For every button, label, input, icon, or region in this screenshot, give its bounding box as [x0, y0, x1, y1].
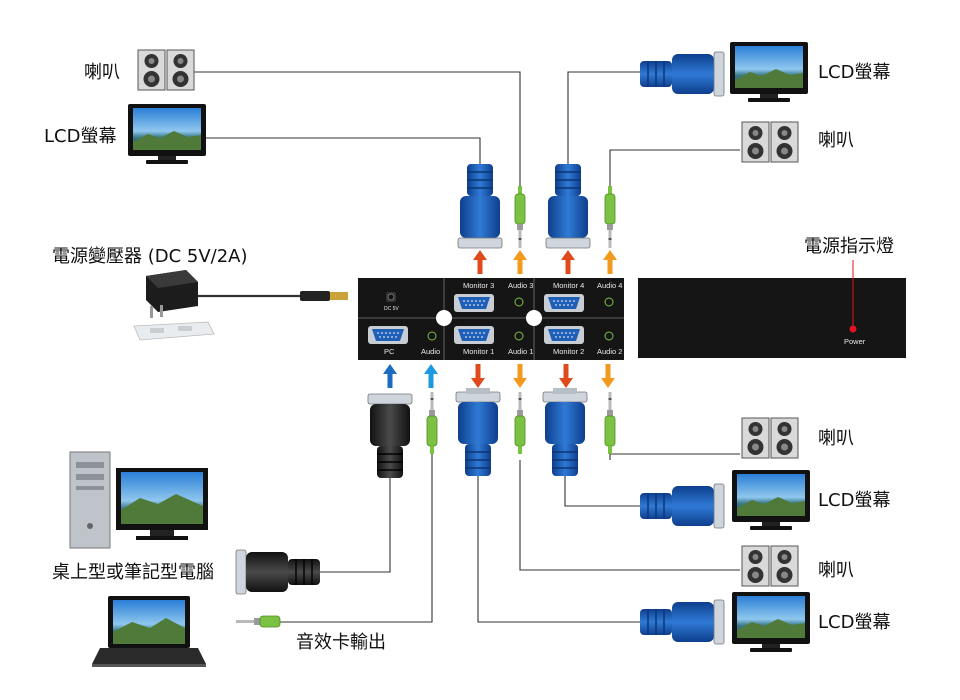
speaker-label: 喇叭	[818, 428, 854, 449]
arrow-icon	[601, 364, 615, 388]
vga-connector-icon	[367, 393, 413, 479]
desktop-pc-icon	[69, 451, 208, 549]
arrow-icon	[561, 250, 575, 274]
vga-connector-icon	[639, 483, 725, 529]
speaker-label: 喇叭	[818, 130, 854, 151]
vga-connector-icon	[457, 163, 503, 249]
arrow-icon	[471, 364, 485, 388]
vga-port-icon	[454, 326, 494, 344]
port-label-monitor2: Monitor 2	[553, 347, 584, 356]
computer-label: 桌上型或筆記型電腦	[52, 562, 214, 583]
lcd-monitor-icon	[730, 42, 808, 102]
power-led-label: Power	[844, 337, 866, 346]
lcd-monitor-icon	[732, 592, 810, 652]
arrow-icon	[513, 250, 527, 274]
lcd-label: LCD螢幕	[44, 126, 116, 147]
arrow-icon	[473, 250, 487, 274]
audio-jack-icon	[514, 391, 526, 455]
power-led-icon	[849, 325, 857, 333]
lcd-label: LCD螢幕	[818, 612, 890, 633]
svg-text:DC 5V: DC 5V	[384, 306, 399, 312]
speaker-icon	[741, 545, 799, 587]
lcd-monitor-icon	[128, 104, 206, 164]
audio-jack-icon	[514, 185, 526, 249]
vga-port-icon	[454, 294, 494, 312]
vga-connector-icon	[235, 549, 321, 595]
speaker-icon	[741, 417, 799, 459]
speaker-icon	[741, 121, 799, 163]
port-label-monitor3: Monitor 3	[463, 281, 494, 290]
vga-connector-icon	[455, 387, 501, 477]
audio-jack-icon	[426, 391, 438, 455]
vga-port-icon	[544, 326, 584, 344]
audio-jack-icon	[236, 615, 281, 628]
port-label-audio1: Audio 1	[508, 347, 533, 356]
power-adapter-icon	[133, 270, 348, 341]
speaker-label: 喇叭	[84, 62, 120, 83]
speaker-icon	[137, 49, 195, 91]
port-label-audio2: Audio 2	[597, 347, 622, 356]
lcd-monitor-icon	[732, 470, 810, 530]
arrow-icon	[603, 250, 617, 274]
vga-port-icon	[544, 294, 584, 312]
vga-connector-icon	[639, 51, 725, 97]
vga-connector-icon	[639, 599, 725, 645]
sound-card-label: 音效卡輸出	[296, 632, 386, 653]
arrow-icon	[513, 364, 527, 388]
power-indicator-label: 電源指示燈	[804, 236, 894, 257]
device-front-panel: Power	[638, 260, 906, 358]
port-label-monitor1: Monitor 1	[463, 347, 494, 356]
port-label-audio3: Audio 3	[508, 281, 533, 290]
speaker-label: 喇叭	[818, 560, 854, 581]
kvm-splitter-device: DC 5V Monitor 3 Audio 3 Monitor 4 Audio …	[358, 278, 624, 360]
arrow-icon	[383, 364, 397, 388]
power-adapter-label: 電源變壓器 (DC 5V/2A)	[52, 246, 248, 267]
audio-jack-icon	[604, 185, 616, 249]
port-label-audio: Audio	[421, 347, 440, 356]
port-label-pc: PC	[384, 347, 395, 356]
port-label-monitor4: Monitor 4	[553, 281, 584, 290]
audio-jack-icon	[604, 391, 616, 455]
vga-port-icon	[368, 326, 408, 344]
laptop-icon	[92, 596, 206, 667]
arrow-icon	[559, 364, 573, 388]
port-label-audio4: Audio 4	[597, 281, 622, 290]
lcd-label: LCD螢幕	[818, 62, 890, 83]
vga-connector-icon	[542, 387, 588, 477]
lcd-label: LCD螢幕	[818, 490, 890, 511]
arrow-icon	[424, 364, 438, 388]
vga-connector-icon	[545, 163, 591, 249]
